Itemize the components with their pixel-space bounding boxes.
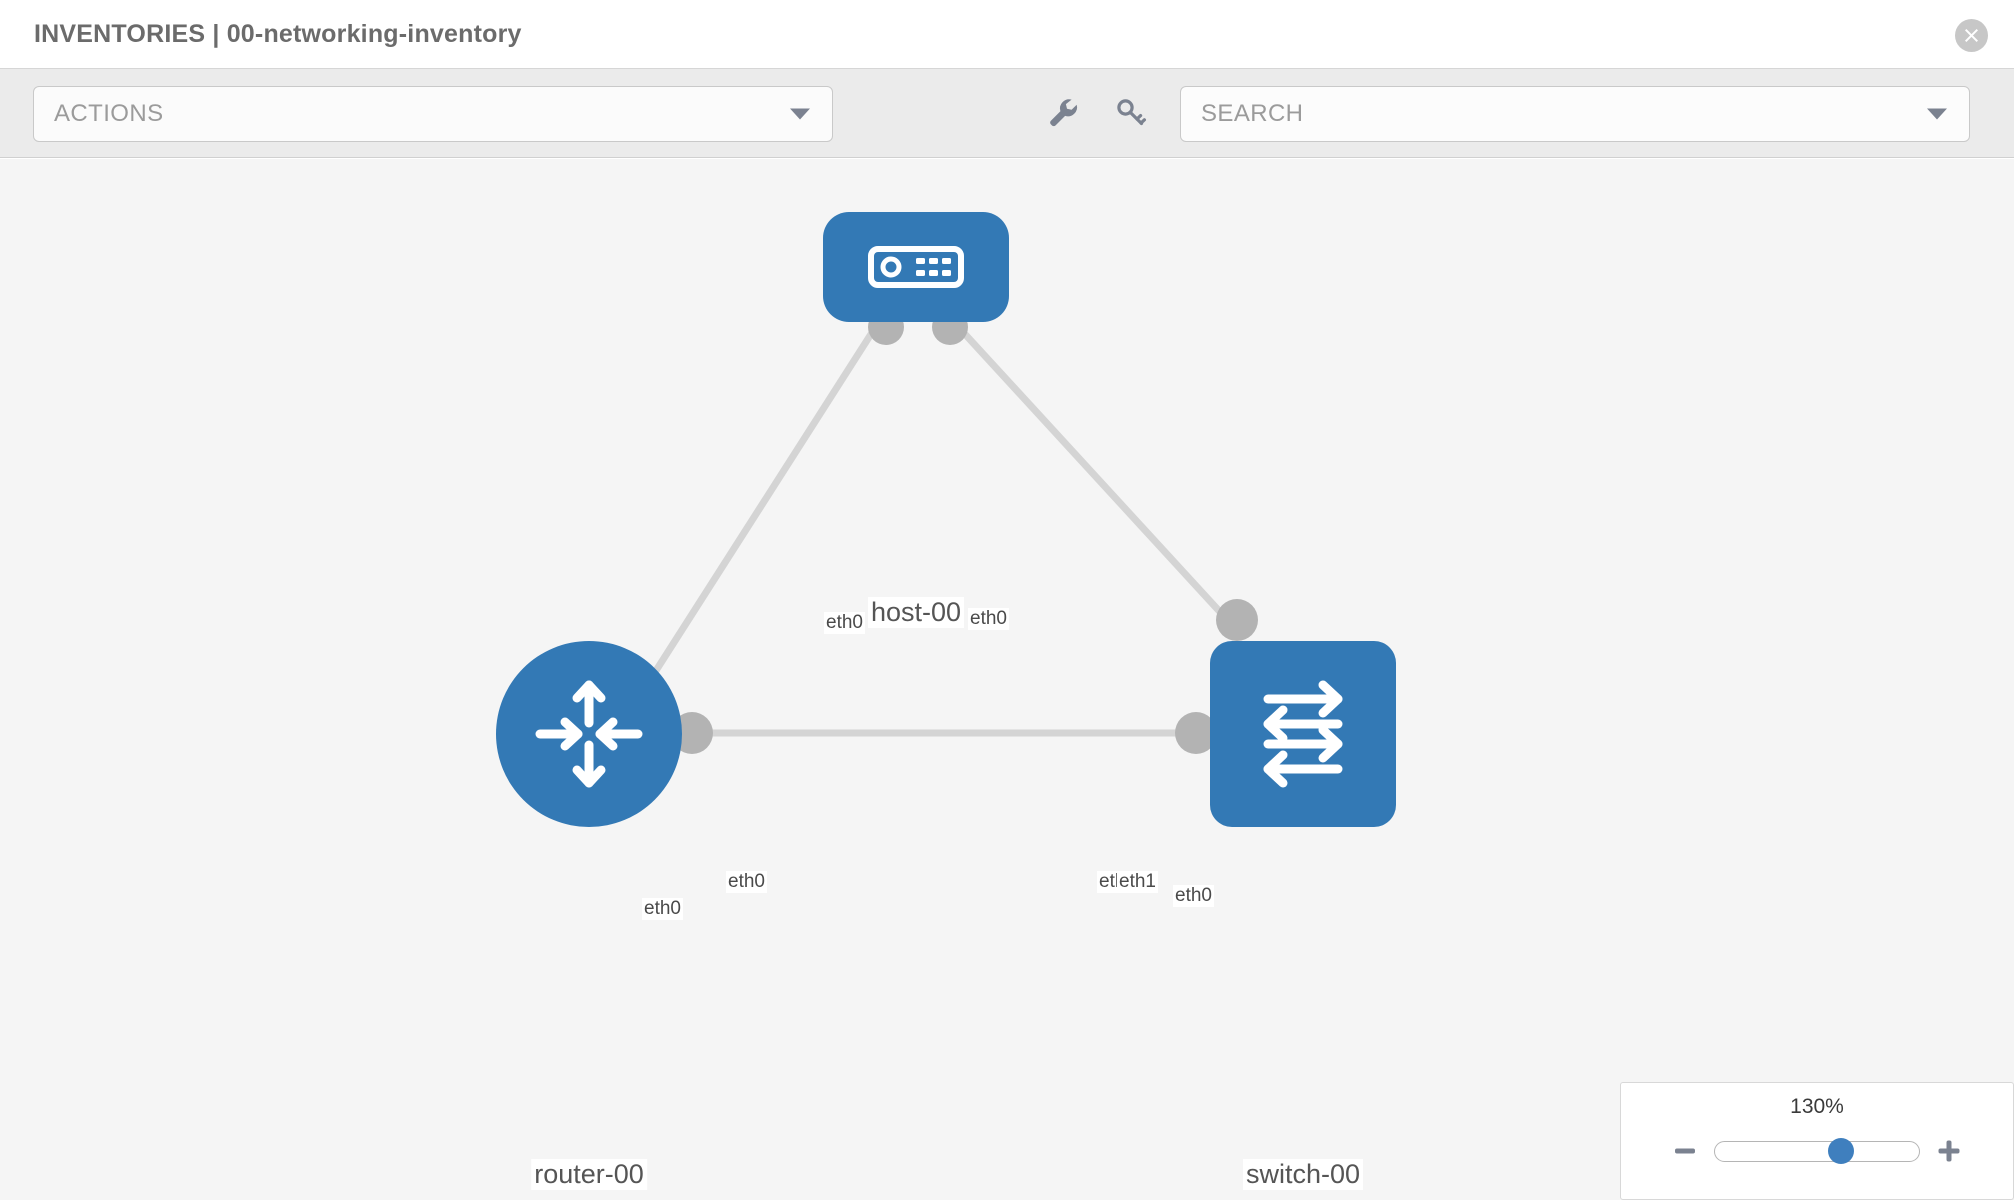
zoom-slider-row xyxy=(1621,1131,2013,1171)
page-header: INVENTORIES | 00-networking-inventory xyxy=(0,0,2014,68)
actions-dropdown[interactable]: ACTIONS xyxy=(33,86,833,142)
search-placeholder: SEARCH xyxy=(1201,100,1304,127)
zoom-control-panel: 130% xyxy=(1620,1082,2014,1200)
port-label-host-right-eth0: eth0 xyxy=(968,608,1009,630)
topology-canvas[interactable]: host-00 router-00 xyxy=(0,159,2014,1200)
port-label-router-right-eth0: eth0 xyxy=(726,871,767,893)
zoom-out-button[interactable] xyxy=(1668,1134,1702,1168)
server-icon xyxy=(868,246,964,288)
wrench-icon[interactable] xyxy=(1040,90,1086,136)
zoom-in-button[interactable] xyxy=(1932,1134,1966,1168)
minus-icon xyxy=(1675,1148,1695,1154)
port-label-host-left-eth0: eth0 xyxy=(824,612,865,634)
chevron-down-icon[interactable] xyxy=(1927,108,1947,120)
port-switch-top xyxy=(1216,599,1258,641)
topology-node-switch-00[interactable] xyxy=(1210,641,1396,827)
page-title: INVENTORIES | 00-networking-inventory xyxy=(34,19,522,48)
switch-arrows-icon xyxy=(1263,680,1343,788)
topology-node-label-host-00: host-00 xyxy=(867,597,965,628)
key-icon[interactable] xyxy=(1108,90,1154,136)
plus-icon xyxy=(1938,1140,1960,1162)
port-label-switch-up-eth0: eth0 xyxy=(1173,885,1214,907)
topology-node-host-00[interactable] xyxy=(823,212,1009,322)
search-input[interactable]: SEARCH xyxy=(1180,86,1970,142)
port-label-switch-left-eth1: eth1 xyxy=(1117,871,1158,893)
close-icon[interactable] xyxy=(1955,19,1988,52)
topology-graph xyxy=(647,309,1258,754)
topology-node-label-router-00: router-00 xyxy=(531,1159,647,1190)
link-host-switch xyxy=(949,317,1235,628)
zoom-slider-thumb[interactable] xyxy=(1828,1138,1855,1164)
zoom-level-value: 130% xyxy=(1790,1095,1844,1118)
topology-node-router-00[interactable] xyxy=(496,641,682,827)
chevron-down-icon xyxy=(790,108,810,120)
link-host-router xyxy=(647,318,883,682)
router-arrows-icon xyxy=(535,680,643,788)
ports-layer xyxy=(671,309,1258,754)
port-label-router-up-eth0: eth0 xyxy=(642,898,683,920)
topology-node-label-switch-00: switch-00 xyxy=(1242,1159,1364,1190)
toolbar: ACTIONS SEARCH xyxy=(0,68,2014,158)
actions-dropdown-label: ACTIONS xyxy=(54,100,164,127)
zoom-slider[interactable] xyxy=(1714,1138,1920,1164)
links-layer xyxy=(647,317,1235,737)
port-switch-left xyxy=(1175,712,1217,754)
